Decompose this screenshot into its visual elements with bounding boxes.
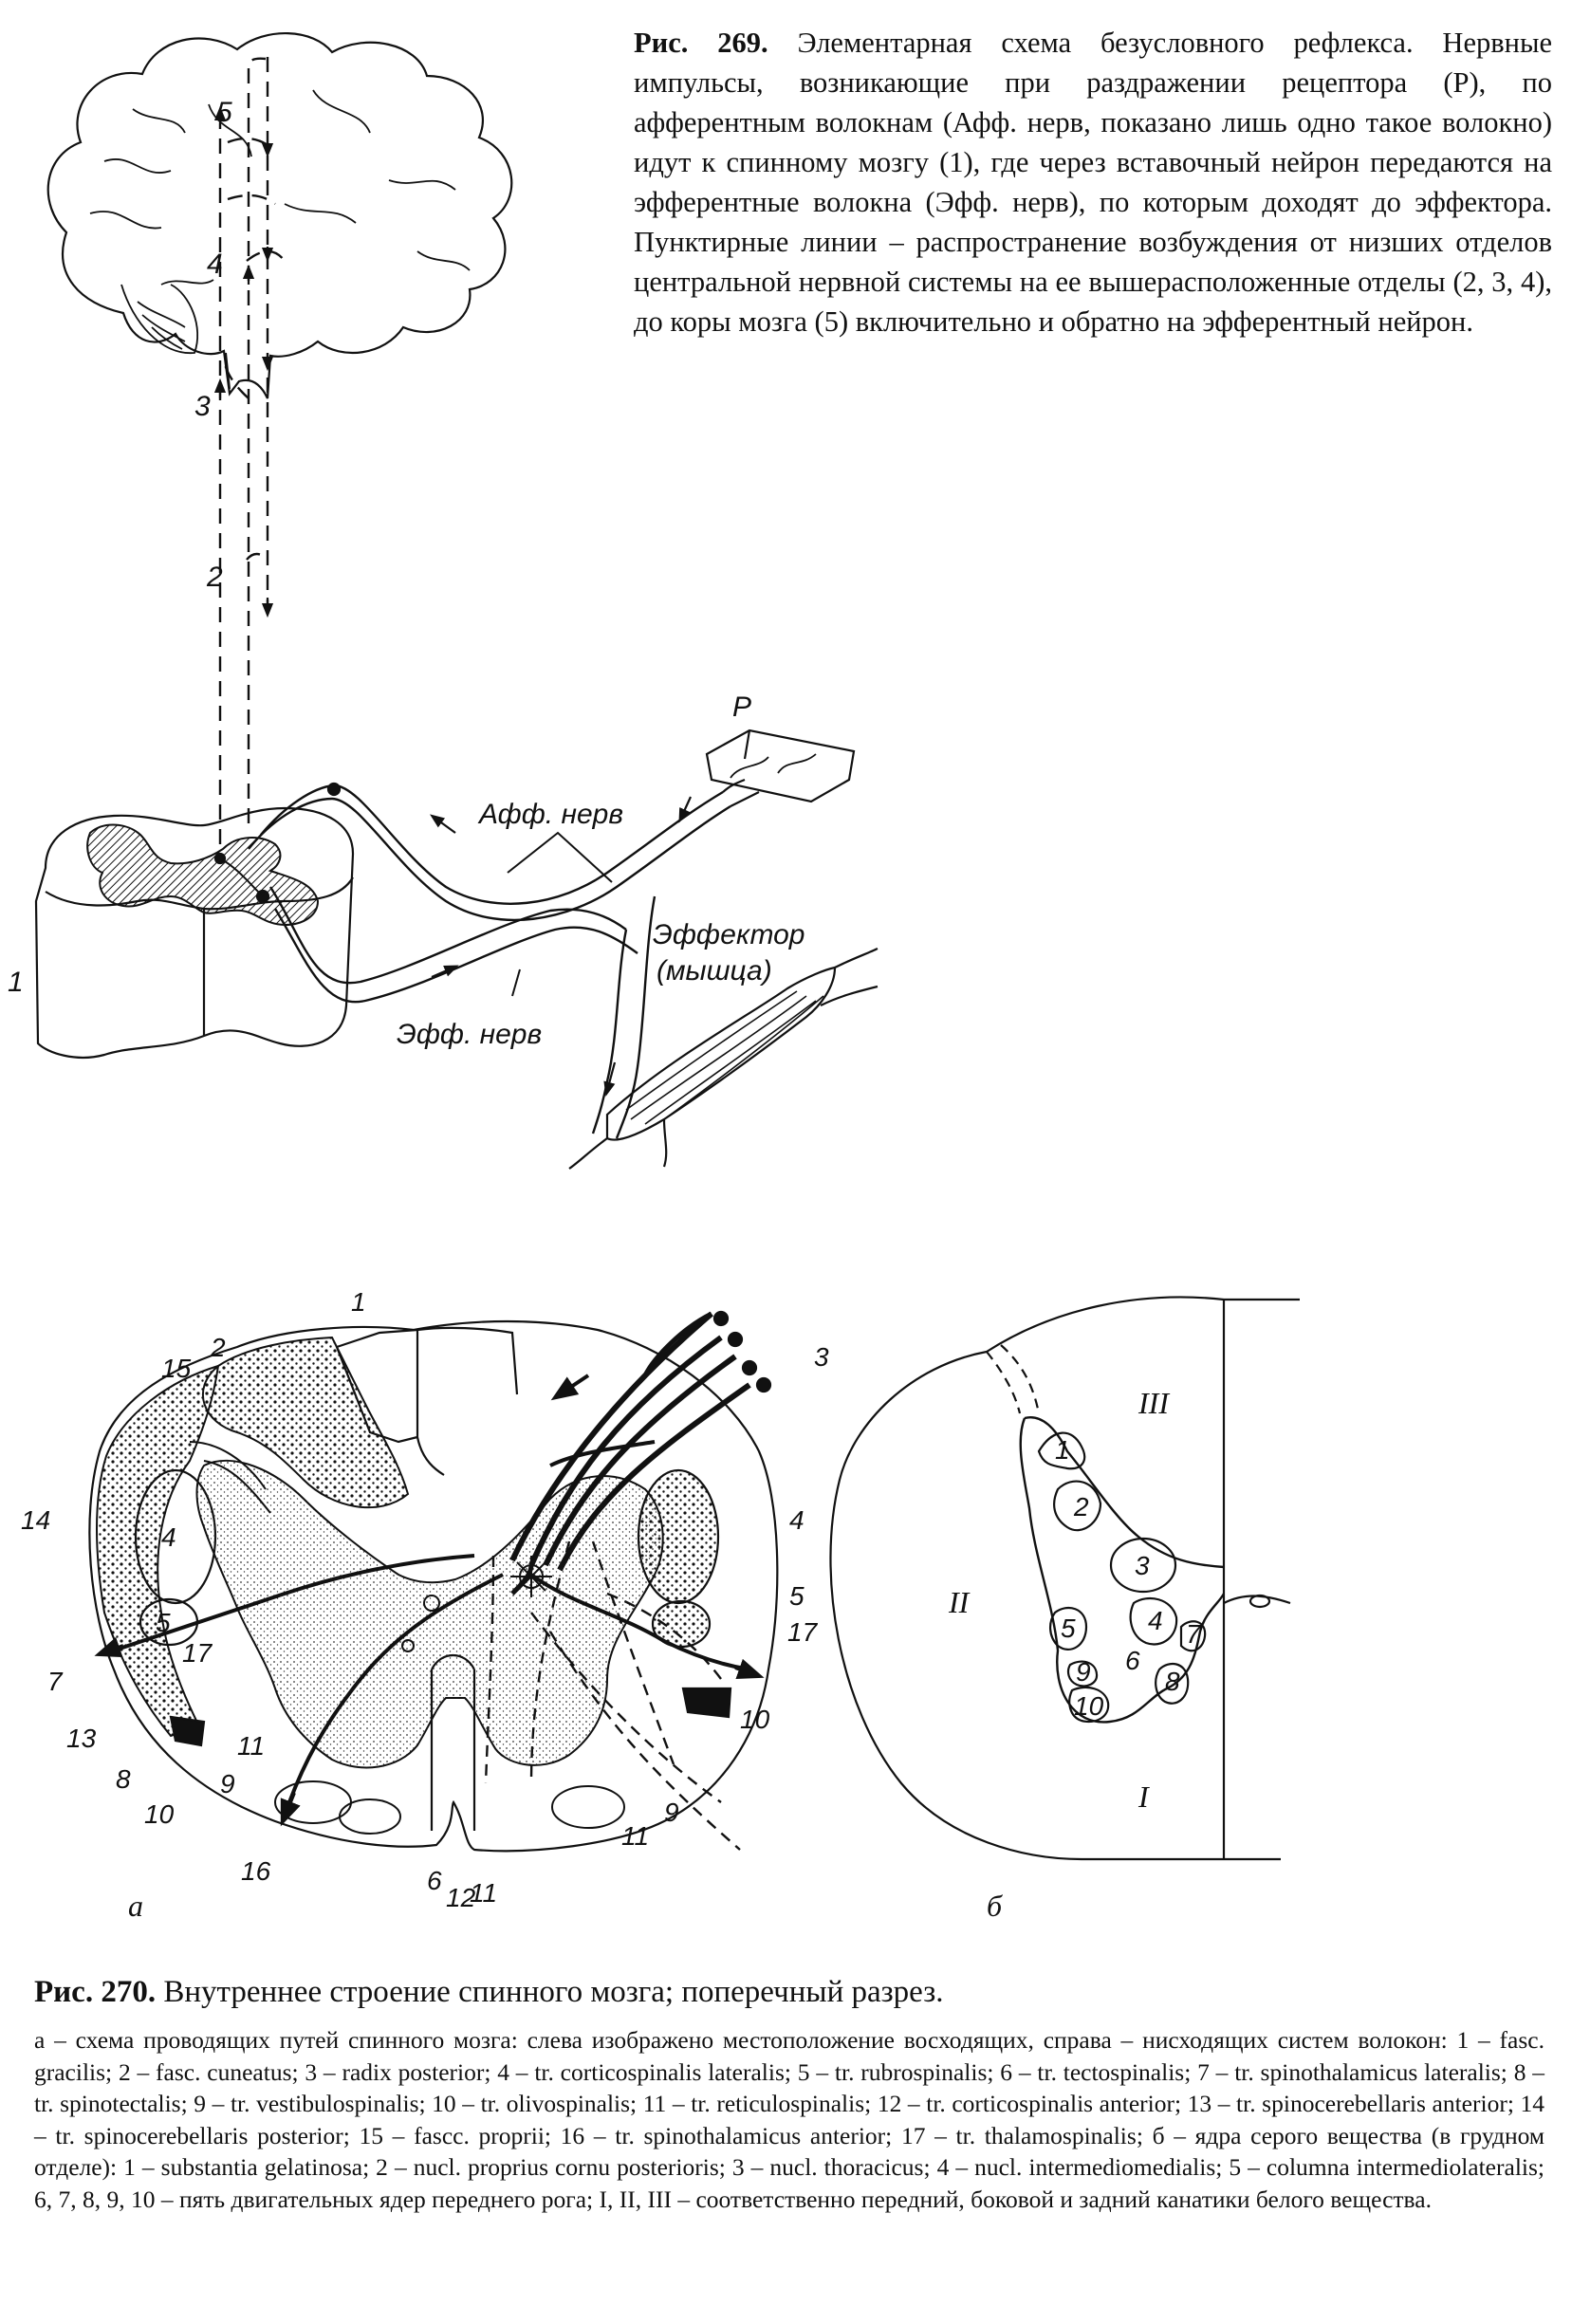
brain-folds bbox=[89, 89, 471, 286]
fig269-label-eff: Эфф. нерв bbox=[397, 1019, 542, 1050]
fig270a-label-4-left: 4 bbox=[161, 1522, 176, 1552]
intermediate-nucleus bbox=[510, 1556, 552, 1597]
fig270a-label-5-right: 5 bbox=[789, 1581, 804, 1611]
fig270b-label-2: 2 bbox=[1073, 1492, 1089, 1522]
fig270-legend: а – схема проводящих путей спинного мозг… bbox=[34, 2026, 1544, 2213]
fig270a-label-6: 6 bbox=[427, 1866, 442, 1895]
fig270b-label-1: 1 bbox=[1055, 1435, 1070, 1465]
nucleus-7 bbox=[1179, 1620, 1207, 1652]
path-arrows bbox=[213, 105, 274, 618]
posterior-root bbox=[509, 1311, 751, 1572]
cord-outline-a bbox=[88, 1319, 779, 1853]
fig269-labels: 5 4 3 2 1 Р Афф. нерв Эфф. нерв Эффектор… bbox=[8, 97, 805, 1050]
fig270a-label-16: 16 bbox=[241, 1856, 271, 1886]
fig269-caption: Рис. 269. Элементарная схема безусловног… bbox=[634, 23, 1552, 341]
fig270a-label-10-left: 10 bbox=[144, 1799, 175, 1829]
fig269-label-5: 5 bbox=[216, 97, 232, 128]
fig270a-label-13: 13 bbox=[66, 1724, 97, 1753]
fig270a-label-1: 1 bbox=[351, 1287, 366, 1317]
nucleus-3 bbox=[1109, 1537, 1177, 1594]
fasc-gracilis bbox=[201, 1336, 410, 1509]
fig270a-label-15: 15 bbox=[161, 1354, 192, 1383]
fig270a-label-2: 2 bbox=[210, 1333, 226, 1362]
spinal-cord-segment bbox=[34, 806, 355, 1059]
fig270a-label-8: 8 bbox=[116, 1764, 131, 1794]
fig270b-label-9: 9 bbox=[1076, 1657, 1091, 1687]
fig269-diagram bbox=[34, 32, 878, 1170]
excitation-paths bbox=[218, 57, 286, 844]
fig270a-label-9-left: 9 bbox=[220, 1769, 235, 1798]
fig270a-label-10-right: 10 bbox=[740, 1705, 770, 1734]
fig270b-label-10: 10 bbox=[1074, 1691, 1104, 1721]
nucleus-4 bbox=[1129, 1596, 1178, 1646]
nucleus-5 bbox=[1049, 1606, 1088, 1651]
fig270a-label-11-a: 11 bbox=[237, 1731, 265, 1761]
fig269-label-3: 3 bbox=[194, 391, 211, 422]
fig270a-label-11-b: 11 bbox=[470, 1878, 497, 1908]
corticospinal-lateral-right bbox=[637, 1468, 720, 1605]
fig270b-label-8: 8 bbox=[1165, 1667, 1180, 1696]
brain-outline bbox=[46, 32, 513, 399]
fig270b-labels: 1 2 3 4 5 6 7 8 9 10 I II III б bbox=[948, 1386, 1202, 1923]
nucleus-2 bbox=[1053, 1480, 1102, 1532]
fig270a-label-7: 7 bbox=[47, 1667, 64, 1696]
fig270b-label-I: I bbox=[1137, 1780, 1150, 1814]
muscle-effector bbox=[605, 966, 837, 1141]
fig270b-diagram bbox=[829, 1296, 1300, 1861]
fig270a-label-9-right: 9 bbox=[664, 1798, 679, 1827]
fig270a-diagram bbox=[88, 1310, 779, 1853]
fig269-caption-text: Элементарная схема безусловного рефлекса… bbox=[634, 27, 1552, 338]
fig270b-label-3: 3 bbox=[1135, 1551, 1150, 1580]
fig270a-label-3: 3 bbox=[814, 1342, 829, 1372]
fig269-label-effector: Эффектор bbox=[653, 919, 805, 950]
fig270-panel-b-label: б bbox=[987, 1889, 1003, 1923]
fig270a-label-5-left: 5 bbox=[156, 1608, 171, 1637]
nucleus-1 bbox=[1037, 1431, 1086, 1470]
spinocerebellar-posterior bbox=[96, 1364, 220, 1738]
fig270b-label-5: 5 bbox=[1061, 1614, 1076, 1643]
fig270b-label-6: 6 bbox=[1125, 1646, 1140, 1675]
nucleus-8 bbox=[1155, 1662, 1190, 1705]
fig270b-label-7: 7 bbox=[1186, 1619, 1202, 1649]
fig270a-label-17-right: 17 bbox=[787, 1617, 819, 1647]
receptor-box bbox=[705, 729, 856, 803]
fig270a-labels: 1 2 3 4 4 5 5 6 7 8 9 9 10 10 11 11 11 1… bbox=[21, 1287, 829, 1923]
nucleus-10 bbox=[1068, 1686, 1110, 1724]
fig269-label-4: 4 bbox=[207, 249, 223, 280]
afferent-nerve bbox=[260, 784, 724, 905]
fig270b-label-III: III bbox=[1137, 1386, 1170, 1420]
fig270-caption: Рис. 270. Внутреннее строение спинного м… bbox=[34, 1975, 944, 2010]
fig269-label-muscle: (мышца) bbox=[657, 955, 772, 987]
efferent-nerve bbox=[268, 886, 627, 985]
grey-matter-b bbox=[1019, 1416, 1226, 1724]
fig269-label-receptor: Р bbox=[732, 692, 751, 723]
fig270a-label-12: 12 bbox=[446, 1883, 476, 1912]
fig269-caption-label: Рис. 269. bbox=[634, 27, 768, 59]
fig270-panel-a-label: а bbox=[128, 1889, 143, 1923]
fig270a-label-14: 14 bbox=[21, 1505, 50, 1535]
fig270-caption-text: Внутреннее строение спинного мозга; попе… bbox=[163, 1975, 944, 2009]
fig270-caption-label: Рис. 270. bbox=[34, 1975, 157, 2009]
fig269-label-2: 2 bbox=[206, 562, 223, 593]
fig270b-label-4: 4 bbox=[1148, 1606, 1163, 1635]
fig269-label-1: 1 bbox=[8, 967, 24, 998]
fig269-label-aff: Афф. нерв bbox=[477, 799, 623, 830]
nucleus-9 bbox=[1066, 1660, 1099, 1688]
cerebellum bbox=[120, 284, 199, 354]
fig270a-label-4-right: 4 bbox=[789, 1505, 804, 1535]
fig270a-label-11-c: 11 bbox=[621, 1821, 649, 1851]
fig270a-label-17-left: 17 bbox=[182, 1638, 213, 1668]
fig270b-label-II: II bbox=[948, 1585, 971, 1619]
